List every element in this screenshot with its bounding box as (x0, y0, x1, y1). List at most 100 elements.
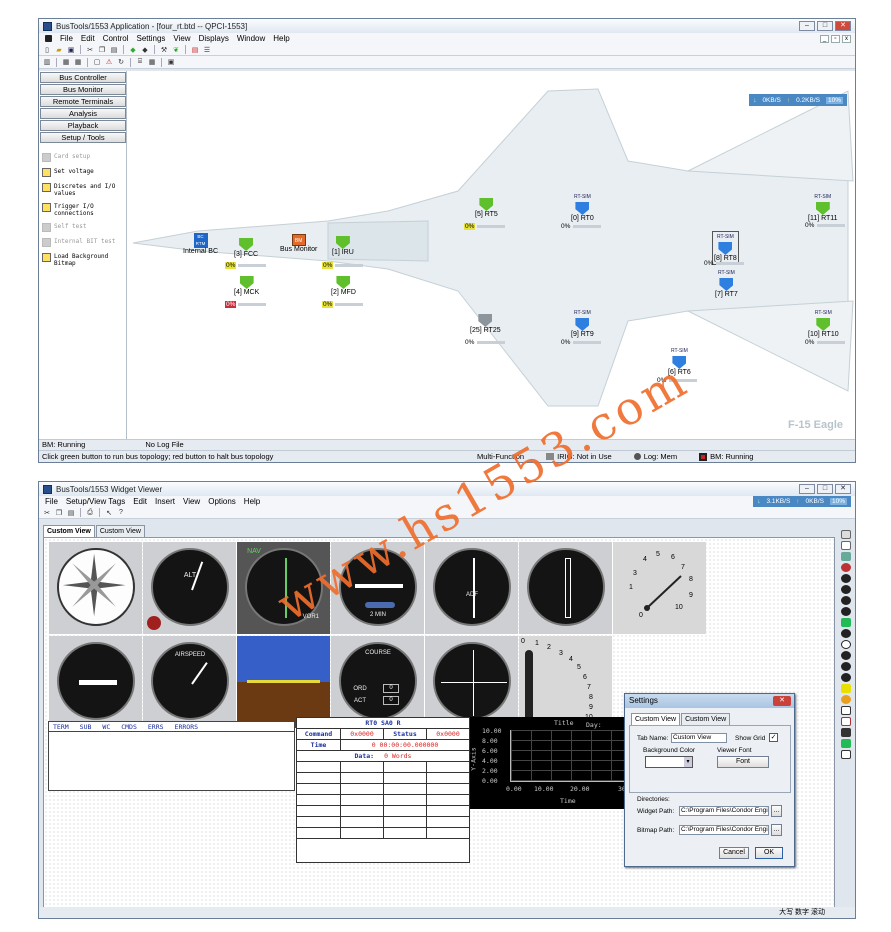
chart-icon[interactable]: ⌸ (137, 58, 143, 65)
flag-icon[interactable]: ▤ (191, 46, 199, 54)
palette-data-icon[interactable] (841, 750, 851, 759)
copy-icon[interactable]: ❐ (55, 509, 63, 517)
new-file-icon[interactable]: ▯ (45, 46, 49, 54)
palette-grid-icon[interactable] (841, 728, 851, 737)
palette-altimeter-icon[interactable] (841, 629, 851, 638)
show-grid-checkbox[interactable]: ✓ (769, 733, 778, 742)
menu-displays[interactable]: Displays (198, 34, 229, 43)
palette-gauge-red-icon[interactable] (841, 563, 851, 572)
linear-scale-widget[interactable]: 0 1 2 3 4 5 6 7 8 9 10 (519, 636, 612, 728)
rt7-node[interactable]: RT-SIM [7] RT7 (715, 270, 738, 298)
minimize-button[interactable]: – (799, 21, 815, 31)
copy-icon[interactable]: ❐ (98, 46, 106, 54)
bus-monitor-button[interactable]: Bus Monitor (40, 84, 126, 95)
leaf-icon[interactable]: ❦ (173, 46, 179, 54)
menu-view[interactable]: View (173, 34, 191, 43)
menu-edit[interactable]: Edit (80, 34, 95, 43)
help-icon[interactable]: ? (119, 509, 123, 516)
paste-icon[interactable]: ▤ (67, 509, 75, 517)
palette-dial-icon[interactable] (841, 585, 851, 594)
palette-gauge-icon[interactable] (841, 574, 851, 583)
bc-icon[interactable]: ▦ (62, 59, 70, 66)
task-discretes[interactable]: Discretes and I/O values (42, 183, 126, 197)
panel-icon[interactable]: ▥ (43, 59, 51, 66)
menu-file[interactable]: File (45, 497, 58, 506)
palette-image-icon[interactable] (841, 552, 851, 561)
warning-icon[interactable]: ⚠ (105, 59, 113, 66)
bg-color-picker[interactable]: ▾ (645, 756, 693, 768)
rt6-node[interactable]: RT-SIM [6] RT6 (668, 348, 691, 376)
bitmap-path-browse-button[interactable]: ... (771, 824, 782, 836)
bus-monitor-node[interactable]: BM Bus Monitor (280, 234, 317, 254)
palette-rainbow-icon[interactable] (841, 695, 851, 704)
palette-compass-icon[interactable] (841, 596, 851, 605)
palette-adi-icon[interactable] (841, 618, 851, 627)
course-widget[interactable]: COURSE ORD 0 ACT 0 (331, 636, 424, 728)
bus-controller-button[interactable]: Bus Controller (40, 72, 126, 83)
task-set-voltage[interactable]: Set voltage (42, 168, 126, 177)
rt25-node[interactable]: [25] RT25 (470, 314, 501, 335)
tab-name-input[interactable]: Custom View (671, 733, 727, 743)
print-icon[interactable]: ⎙ (87, 508, 93, 516)
palette-table-icon[interactable] (841, 706, 851, 715)
rt-fcc-node[interactable]: [3] FCC (234, 238, 258, 259)
open-folder-icon[interactable]: ▰ (56, 46, 62, 54)
paste-icon[interactable]: ▤ (110, 46, 118, 54)
rt-mfd-node[interactable]: [2] MFD (331, 276, 356, 297)
adf-widget[interactable]: ADF (425, 542, 518, 634)
internal-bc-node[interactable]: BC RTM Internal BC (183, 233, 219, 255)
tools-icon[interactable]: ⚒ (160, 46, 168, 54)
palette-course-icon[interactable] (841, 673, 851, 682)
widget-path-input[interactable]: C:\Program Files\Condor Engi (679, 806, 769, 816)
attitude-indicator-widget[interactable] (49, 636, 142, 728)
palette-window-icon[interactable] (841, 530, 851, 539)
rt10-node[interactable]: RT-SIM [10] RT10 (808, 310, 839, 338)
cut-icon[interactable]: ✂ (87, 46, 93, 54)
pointer-help-icon[interactable]: ↖ (106, 509, 112, 517)
settings-tab-1[interactable]: Custom View (631, 713, 681, 725)
task-trigger-io[interactable]: Trigger I/O connections (42, 203, 126, 217)
menu-window[interactable]: Window (236, 34, 266, 43)
xy-plot-widget[interactable]: Title Day: Y-Axis 10.00 8.00 6.00 4.00 2… (470, 717, 635, 809)
heading-widget[interactable] (519, 542, 612, 634)
palette-arc-icon[interactable] (841, 684, 851, 693)
crosshair-widget[interactable] (425, 636, 518, 728)
halt-icon[interactable]: ◆ (142, 46, 148, 54)
analysis-button[interactable]: Analysis (40, 108, 126, 119)
menu-edit[interactable]: Edit (133, 497, 147, 506)
minimize-button[interactable]: – (799, 484, 815, 494)
rt-iru-node[interactable]: [1] IRU (332, 236, 354, 257)
bm-icon[interactable]: ▦ (74, 59, 82, 66)
menu-settings[interactable]: Settings (136, 34, 166, 43)
cut-icon[interactable]: ✂ (44, 509, 50, 517)
menu-help[interactable]: Help (273, 34, 290, 43)
tab-custom-view-2[interactable]: Custom View (95, 525, 145, 537)
palette-text-icon[interactable] (841, 541, 851, 550)
hsi-widget[interactable]: NAV VOR1 (237, 542, 330, 634)
rt0-node[interactable]: RT-SIM [0] RT0 (571, 194, 594, 222)
close-button[interactable]: ✕ (835, 484, 851, 494)
bitmap-path-input[interactable]: C:\Program Files\Condor Engi (679, 825, 769, 835)
menu-view[interactable]: View (183, 497, 201, 506)
save-icon[interactable]: ▣ (67, 46, 75, 54)
window-icon[interactable]: ▢ (93, 59, 101, 66)
mdi-restore-button[interactable]: ▫ (831, 34, 840, 43)
close-button[interactable]: ✕ (835, 21, 851, 31)
maximize-button[interactable]: □ (817, 21, 833, 31)
remote-terminals-button[interactable]: Remote Terminals (40, 96, 126, 107)
rt-mck-node[interactable]: [4] MCK (234, 276, 259, 297)
altimeter-widget[interactable]: ALT (143, 542, 236, 634)
font-button[interactable]: Font (717, 756, 769, 768)
adi-widget[interactable] (237, 636, 330, 728)
frame-icon[interactable]: ▣ (167, 59, 175, 66)
airspeed-widget[interactable]: AIRSPEED (143, 636, 236, 728)
list-icon[interactable]: ☰ (203, 46, 211, 54)
rt5-node[interactable]: [5] RT5 (475, 198, 498, 219)
palette-horizon-icon[interactable] (841, 607, 851, 616)
cancel-button[interactable]: Cancel (719, 847, 749, 859)
palette-list-icon[interactable] (841, 717, 851, 726)
palette-hsi-icon[interactable] (841, 640, 851, 649)
radial-gauge-widget[interactable]: 4 5 6 7 8 9 10 3 1 0 (613, 542, 706, 634)
ok-button[interactable]: OK (755, 847, 783, 859)
setup-tools-button[interactable]: Setup / Tools (40, 132, 126, 143)
